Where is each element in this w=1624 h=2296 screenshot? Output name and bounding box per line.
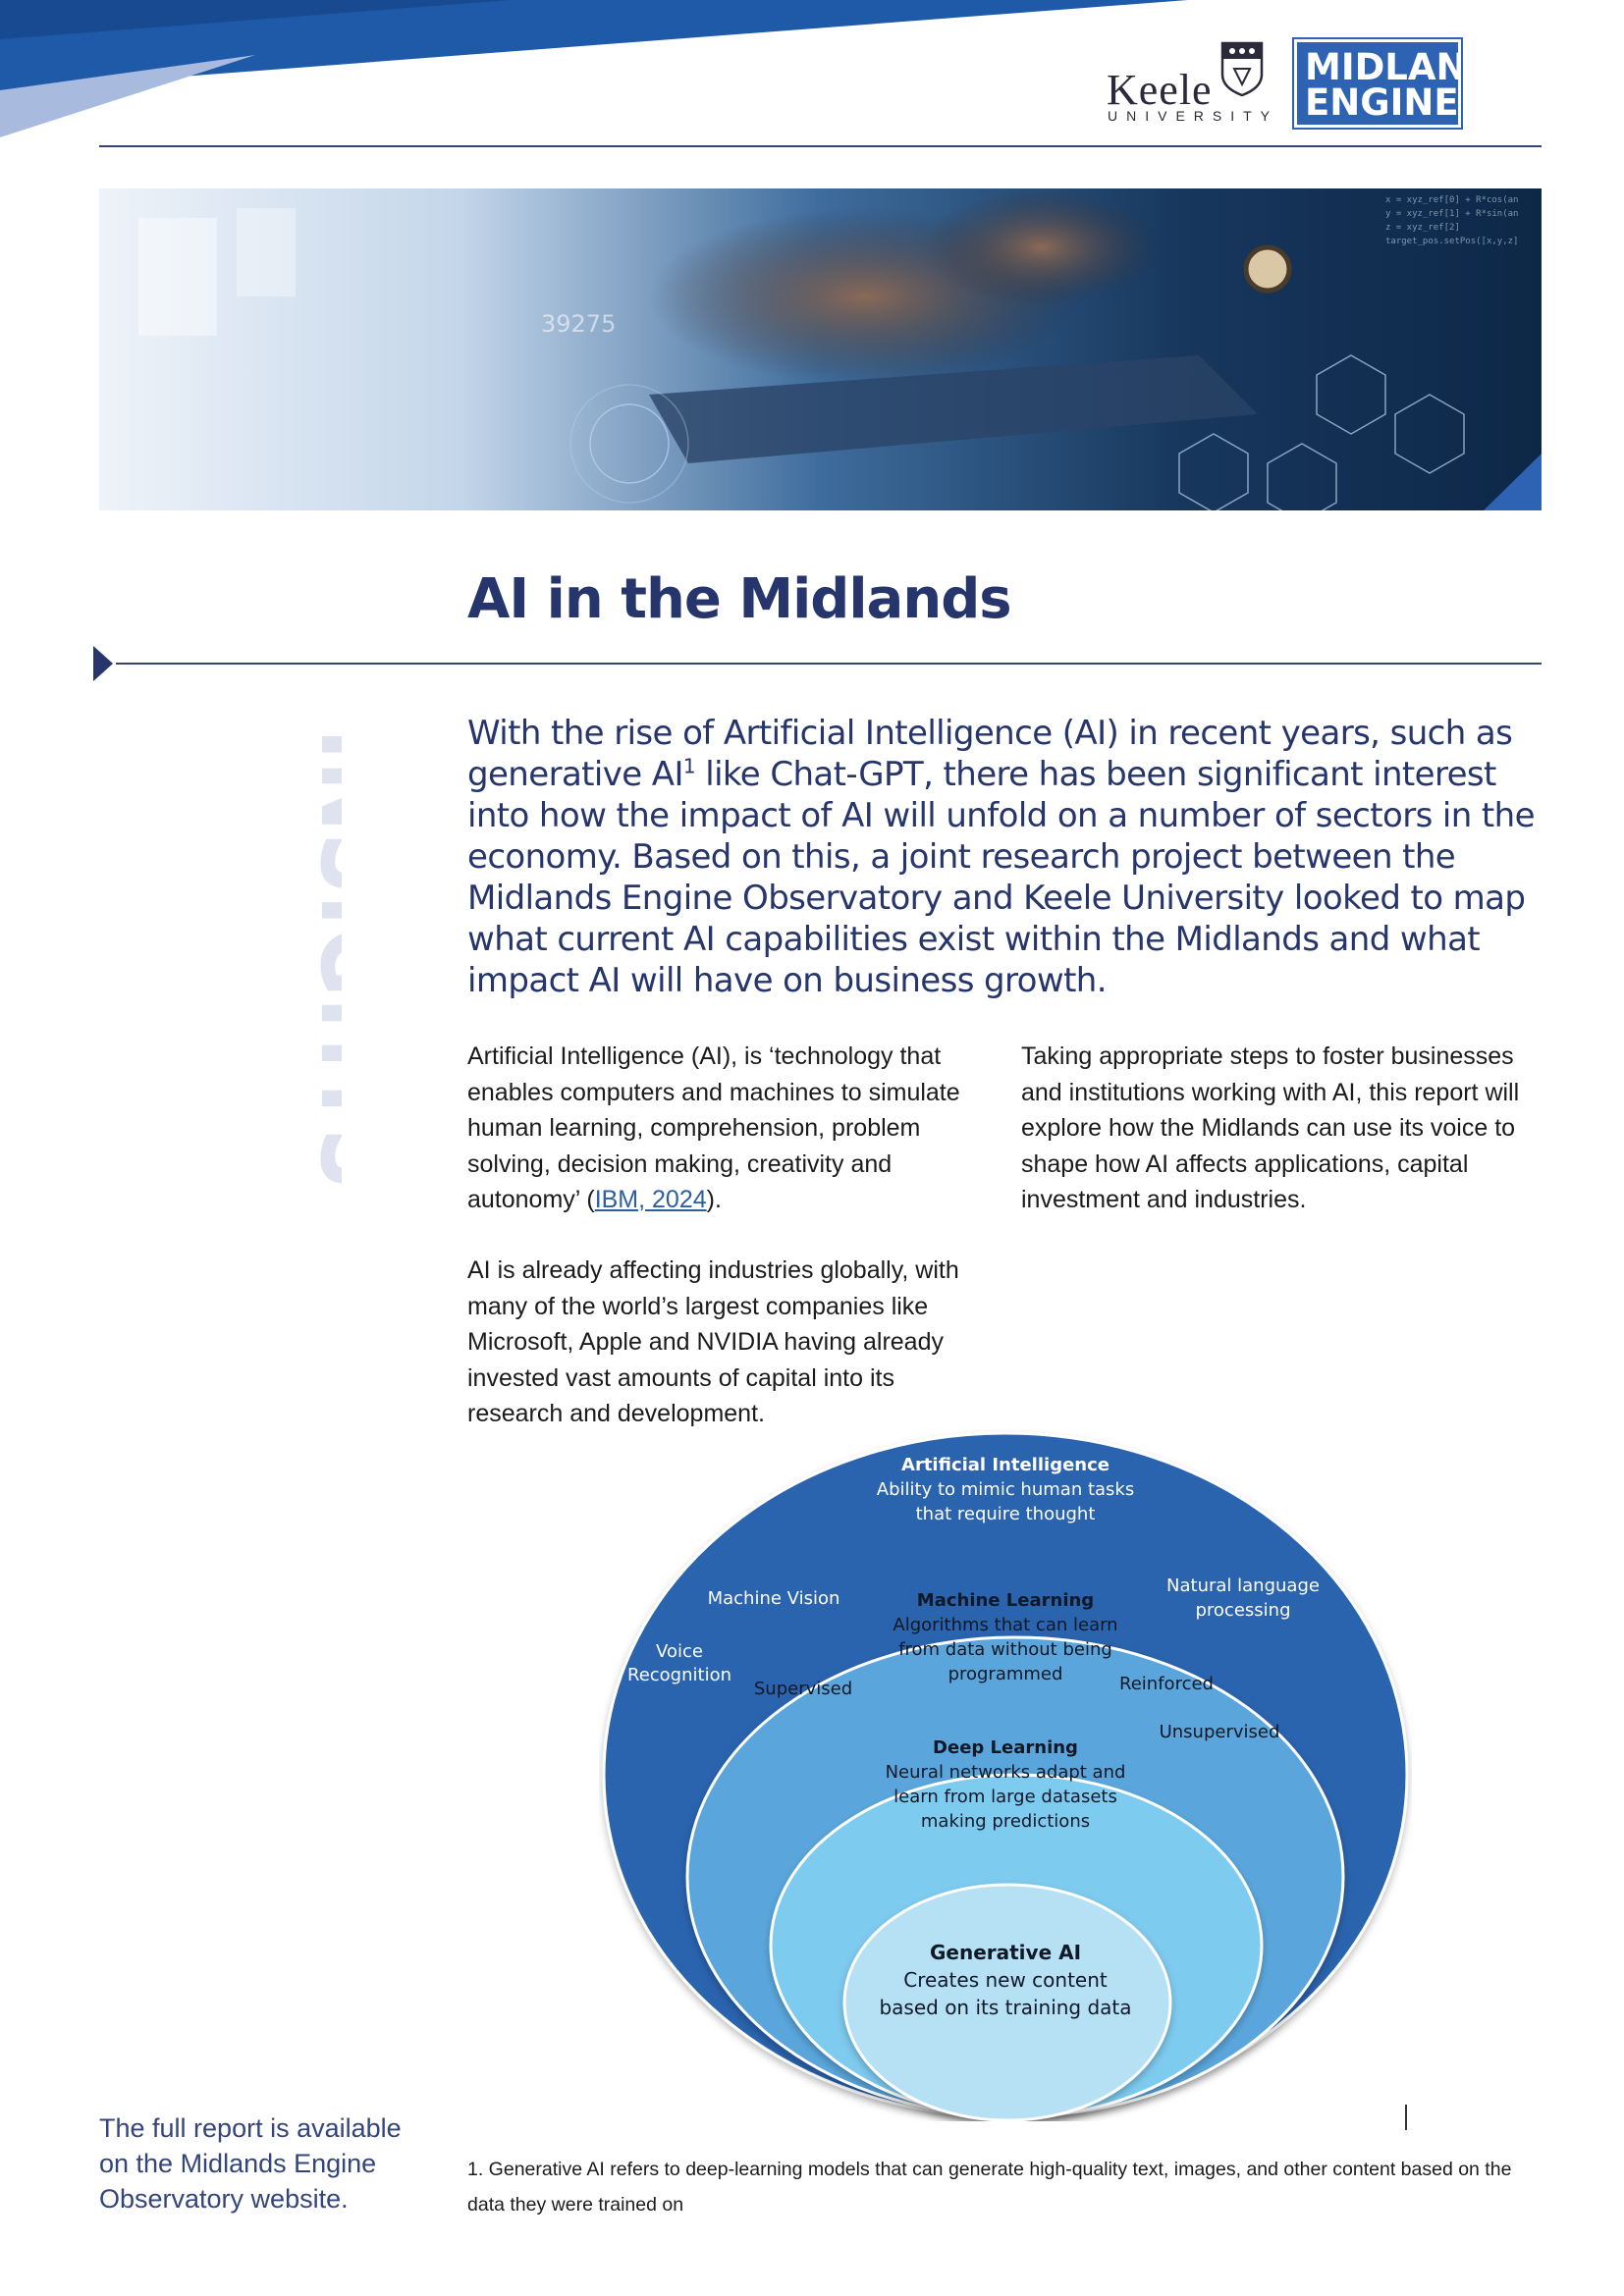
ibm-2024-link[interactable]: IBM, 2024: [594, 1186, 707, 1213]
ai-desc-line2: that require thought: [916, 1504, 1096, 1524]
keele-logo-subtitle: UNIVERSITY: [1108, 108, 1279, 124]
gen-ai-desc-line2: based on its training data: [879, 1996, 1131, 2019]
dl-desc-line1: Neural networks adapt and: [886, 1762, 1126, 1783]
insights-side-label-text: INSIGHTS: [297, 728, 342, 1190]
gen-ai-title: Generative AI: [930, 1941, 1081, 1964]
dl-title: Deep Learning: [933, 1737, 1078, 1758]
ml-desc-line1: Algorithms that can learn: [893, 1615, 1117, 1635]
nlp-label-1: Natural language: [1166, 1575, 1320, 1596]
supervised-label: Supervised: [754, 1679, 852, 1699]
lead-text-part1: With the rise of Artificial Intelligence…: [467, 714, 1513, 794]
lead-text-part2: like Chat-GPT, there has been significan…: [467, 755, 1536, 1000]
full-report-note: The full report is available on the Midl…: [99, 2113, 402, 2214]
title-divider: [116, 663, 1542, 665]
midlands-engine-logo-line2: ENGINE: [1305, 81, 1459, 124]
voice-recognition-label-2: Recognition: [627, 1665, 731, 1685]
dl-desc-line3: making predictions: [921, 1811, 1090, 1832]
header-divider: [99, 145, 1542, 147]
reinforced-label: Reinforced: [1119, 1674, 1214, 1694]
footnote-1: 1. Generative AI refers to deep-learning…: [467, 2159, 1512, 2216]
hero-overlay-number: 39275: [541, 310, 616, 338]
ml-title: Machine Learning: [917, 1590, 1094, 1611]
svg-text:target_pos.setPos([x,y,z]: target_pos.setPos([x,y,z]: [1385, 237, 1518, 246]
gen-ai-desc-line1: Creates new content: [903, 1968, 1108, 1992]
body-paragraph-1: Artificial Intelligence (AI), is ‘techno…: [467, 1039, 988, 1218]
body-paragraph-2: AI is already affecting industries globa…: [467, 1256, 959, 1427]
body-paragraph-3: Taking appropriate steps to foster busin…: [1021, 1042, 1520, 1213]
svg-text:z = xyz_ref[2]: z = xyz_ref[2]: [1385, 223, 1460, 233]
ml-desc-line2: from data without being: [898, 1639, 1112, 1660]
unsupervised-label: Unsupervised: [1160, 1722, 1280, 1742]
footnote-ref-1[interactable]: 1: [682, 754, 696, 778]
page-marker: [1405, 2105, 1407, 2130]
body-paragraph-1-end: ).: [706, 1186, 722, 1213]
ai-nested-diagram: Artificial Intelligence Ability to mimic…: [602, 1431, 1409, 2121]
svg-text:y = xyz_ref[1] + R*sin(an: y = xyz_ref[1] + R*sin(an: [1385, 209, 1518, 219]
ai-title: Artificial Intelligence: [901, 1455, 1110, 1475]
hero-image-hands-on-laptop: x = xyz_ref[0] + R*cos(an y = xyz_ref[1]…: [99, 188, 1542, 510]
midlands-engine-logo[interactable]: MIDLANDS ENGINE: [1292, 37, 1523, 130]
nlp-label-2: processing: [1195, 1600, 1290, 1621]
header-decorative-band: [0, 0, 1188, 137]
keele-crest-icon: [1220, 41, 1264, 96]
page-title: AI in the Midlands: [467, 567, 1012, 631]
gen-ai-ellipse: [842, 1883, 1172, 2121]
ml-desc-line3: programmed: [948, 1664, 1063, 1684]
lead-paragraph: With the rise of Artificial Intelligence…: [467, 713, 1547, 1001]
keele-logo-wordmark[interactable]: Keele: [1107, 66, 1213, 114]
body-paragraph-1-text: Artificial Intelligence (AI), is ‘techno…: [467, 1042, 960, 1213]
svg-text:x = xyz_ref[0] + R*cos(an: x = xyz_ref[0] + R*cos(an: [1385, 195, 1518, 205]
insights-side-label: INSIGHTS: [297, 728, 342, 1190]
voice-recognition-label-1: Voice: [656, 1641, 703, 1662]
title-arrow-icon: [93, 646, 113, 681]
ai-desc-line1: Ability to mimic human tasks: [877, 1479, 1134, 1500]
dl-desc-line2: learn from large datasets: [893, 1787, 1117, 1807]
midlands-engine-logo-line1: MIDLANDS: [1305, 46, 1523, 88]
machine-vision-label: Machine Vision: [708, 1588, 840, 1609]
